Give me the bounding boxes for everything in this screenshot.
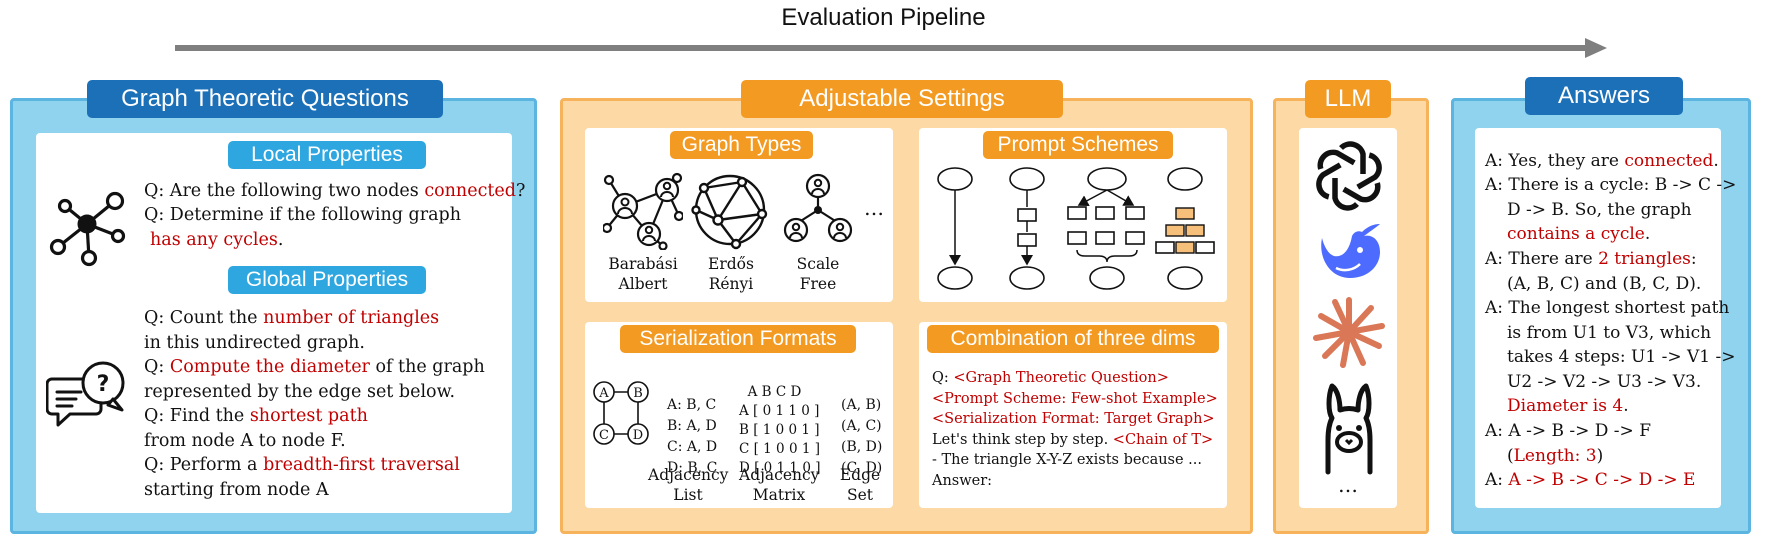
combination-card <box>919 322 1227 508</box>
node-label: A <box>598 386 609 401</box>
local-properties-title: Local Properties <box>228 141 426 169</box>
svg-text:?: ? <box>97 372 110 397</box>
pipeline-arrow <box>175 38 1607 58</box>
answer-connected: A: Yes, they are connected. <box>1485 151 1719 171</box>
llama-icon <box>1325 383 1373 475</box>
answer-bfs: A: A -> B -> C -> D -> E <box>1485 470 1696 490</box>
answer-shortest-path: A: A -> B -> D -> F (Length: 3) <box>1485 421 1651 466</box>
deepseek-whale-icon <box>1321 224 1380 278</box>
answers-card <box>1475 128 1721 508</box>
answer-cycle: A: There is a cycle: B -> C -> D -> B. S… <box>1485 175 1737 245</box>
prompt-schemes-title: Prompt Schemes <box>983 131 1173 159</box>
global-properties-title: Global Properties <box>228 266 426 294</box>
global-question-shortest-path: Q: Find the shortest path from node A to… <box>144 406 368 451</box>
global-question-triangles: Q: Count the number of triangles in this… <box>144 308 440 353</box>
combination-prompt: Q: <Graph Theoretic Question> <Prompt Sc… <box>932 370 1218 489</box>
network-icon <box>49 191 126 267</box>
erdos-renyi-icon <box>691 174 768 250</box>
node-label: C <box>599 428 609 443</box>
openai-logo-icon <box>1316 141 1382 211</box>
scale-free-icon <box>783 173 853 243</box>
pipeline-title: Evaluation Pipeline <box>781 4 986 31</box>
serialization-title: Serialization Formats <box>620 325 856 353</box>
claude-spark-icon <box>1313 297 1385 368</box>
answer-diameter: A: The longest shortest path is from U1 … <box>1485 298 1736 417</box>
edge-set: (A, B) (A, C) (B, D) (C, D) <box>841 397 883 476</box>
global-question-diameter: Q: Compute the diameter of the graph rep… <box>144 357 485 402</box>
settings-title: Adjustable Settings <box>741 80 1063 118</box>
prompt-schemes-diagram <box>937 167 1215 290</box>
node-label: D <box>633 428 643 443</box>
ellipsis-more-llms: … <box>1338 473 1358 497</box>
combination-title: Combination of three dims <box>927 325 1219 353</box>
adjacency-list: A: B, C B: A, D C: A, D D: B, C <box>667 397 718 476</box>
graph-types-title: Graph Types <box>670 131 813 159</box>
node-label: B <box>633 386 643 401</box>
ellipsis-more-graphs: … <box>864 196 884 220</box>
llm-title: LLM <box>1305 80 1391 118</box>
answers-title: Answers <box>1525 77 1683 115</box>
questions-title: Graph Theoretic Questions <box>87 80 443 118</box>
example-graph-icon: A B C D <box>593 381 649 445</box>
local-question-connected: Q: Are the following two nodes connected… <box>144 181 526 201</box>
local-question-cycles: Q: Determine if the following graph has … <box>144 205 462 250</box>
chat-question-icon: ? <box>46 361 125 427</box>
barabasi-albert-icon <box>603 172 683 250</box>
answer-triangles: A: There are 2 triangles: (A, B, C) and … <box>1485 249 1702 294</box>
serialization-card <box>585 322 893 508</box>
adjacency-matrix: A B C D A [ 0 1 1 0 ] B [ 1 0 0 1 ] C [ … <box>739 384 821 476</box>
global-question-bfs: Q: Perform a breadth-first traversal sta… <box>144 455 460 500</box>
